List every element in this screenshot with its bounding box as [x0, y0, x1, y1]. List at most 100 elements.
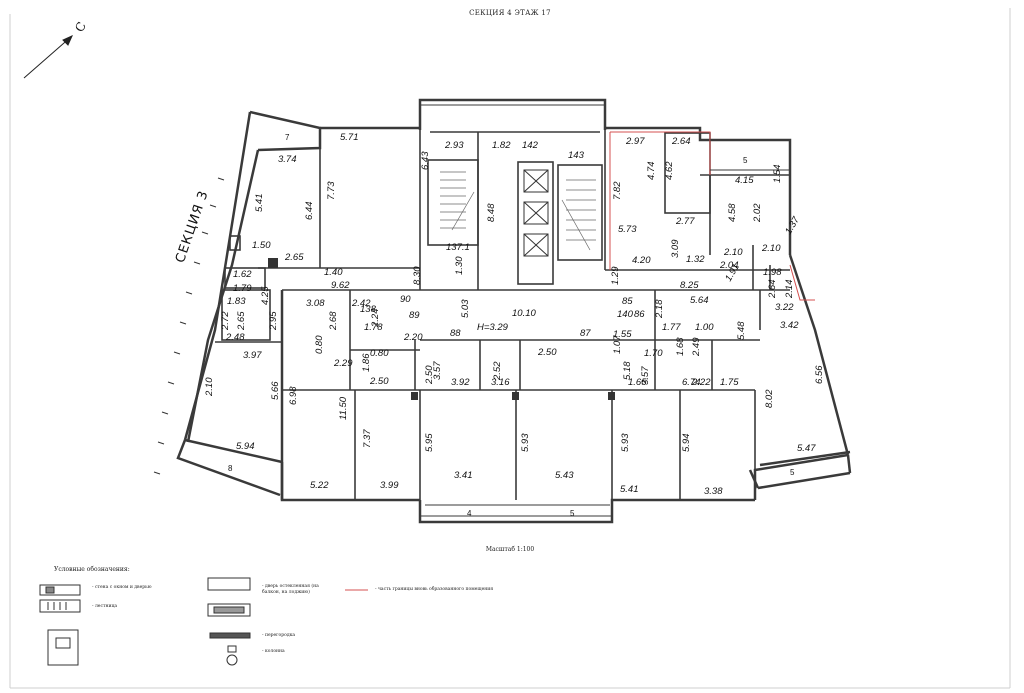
dimension-label: 6.74 [682, 377, 701, 388]
dimension-label: 2.97 [625, 136, 645, 147]
dimension-label: 1.37 [783, 214, 802, 236]
dimension-label: 5.43 [555, 470, 574, 481]
dimension-label: 1.62 [233, 269, 252, 280]
dimension-label: 89 [409, 310, 420, 321]
dimension-label: 3.08 [306, 298, 325, 309]
dimension-label: 1.55 [613, 329, 632, 340]
dimension-label: 4.25 [260, 286, 271, 305]
dimension-label: 1.54 [772, 165, 783, 184]
dimension-label: 3.38 [704, 486, 723, 497]
dimension-label: 2.93 [444, 140, 464, 151]
dimension-label: 5.71 [340, 132, 359, 143]
legend-item-column: - колонна [262, 649, 285, 654]
dimension-label: 5.48 [736, 321, 747, 340]
dimension-label: 86 [634, 309, 645, 320]
dimension-label: 1.29 [610, 266, 621, 285]
dimension-label: 2.10 [204, 377, 215, 397]
dimension-label: 1.77 [662, 322, 681, 333]
dimension-label: 2.14 [784, 280, 795, 300]
dimension-label: 2.64 [767, 280, 778, 300]
dimension-label: 2.49 [691, 337, 702, 357]
dimension-label: 1.78 [364, 322, 383, 333]
dimension-label: 2.65 [236, 311, 247, 331]
dimension-label: 3.09 [670, 239, 681, 258]
dimension-label: 5.22 [310, 480, 329, 491]
dimension-label: 4.02 [0, 0, 19, 3]
dimension-label: 5.93 [620, 433, 631, 452]
dimension-label: 9.62 [331, 280, 350, 291]
dimension-label: 3.92 [451, 377, 470, 388]
dimension-label: 1.00 [695, 322, 714, 333]
dimension-label: 1.32 [686, 254, 705, 265]
dimension-label: 2.50 [424, 365, 435, 385]
legend-item-partition: - перегородка [262, 633, 296, 638]
dimension-label: 5.41 [254, 194, 265, 213]
dimension-label: 5.95 [424, 433, 435, 452]
height-label: H=3.29 [477, 322, 509, 333]
dimension-label: 2.42 [351, 298, 371, 309]
dimension-label: 4.58 [727, 203, 738, 222]
dimension-label: 11.50 [338, 396, 349, 420]
legend-symbols [39, 577, 368, 666]
dimension-label: 8.48 [486, 203, 497, 222]
dimension-label: 2.50 [537, 347, 557, 358]
dimension-label: 1.83 [227, 296, 246, 307]
column-icons [268, 258, 615, 400]
dimension-label: 88 [450, 328, 461, 339]
dimension-label: 2.95 [268, 311, 279, 331]
dimension-label: 140 [617, 309, 634, 320]
dimension-label: 1.79 [233, 283, 252, 294]
dimension-label: 0.80 [314, 335, 325, 354]
dimension-label: 2.50 [369, 376, 389, 387]
dimension-label: 8.30 [412, 266, 423, 285]
dimension-label: 2.24 [370, 309, 381, 329]
dimension-label: 1.98 [763, 267, 782, 278]
dimension-label: 138 [360, 304, 377, 315]
dimension-label: 3.99 [380, 480, 399, 491]
balcony-number: 5 [790, 468, 795, 477]
dimension-label: 2.65 [284, 252, 304, 263]
interior-partitions [215, 128, 790, 500]
dimension-label: 4.20 [632, 255, 651, 266]
dimension-label: 2.10 [723, 247, 743, 258]
dimension-label: 2.77 [675, 216, 695, 227]
dimension-label: 85 [622, 296, 633, 307]
dimension-label: 5.18 [622, 361, 633, 380]
dimension-label: 8.25 [680, 280, 699, 291]
dimension-label: 6.56 [814, 365, 825, 384]
dimension-label: 5.64 [690, 295, 709, 306]
dimension-label: 1.07 [612, 335, 623, 354]
dimension-label: 3.16 [491, 377, 510, 388]
north-arrow-icon [23, 35, 73, 79]
stair-icon [440, 171, 596, 251]
dimension-label: 6.44 [304, 202, 315, 221]
dimension-label: 3.22 [775, 302, 794, 313]
exterior-walls [176, 98, 852, 524]
dimension-label: 2.68 [328, 311, 339, 331]
dimension-label: 87 [580, 328, 591, 339]
new-boundary-lines [609, 131, 815, 301]
dimension-label: 7.37 [362, 429, 373, 448]
dimension-label: 2.52 [492, 361, 503, 381]
dimension-label: 5.66 [270, 381, 281, 400]
legend-item-boundary: - часть границы вновь образованного поме… [375, 587, 494, 592]
legend-title: Условные обозначения: [54, 566, 130, 573]
section-boundary-ticks [153, 177, 225, 475]
dimension-label: 5.94 [236, 441, 255, 452]
dimension-label: 1.70 [644, 348, 663, 359]
sheet-frame [9, 8, 1011, 689]
dimension-label: 0.80 [370, 348, 389, 359]
dimension-label: 4.62 [664, 161, 675, 180]
dimension-label: 5.73 [618, 224, 637, 235]
balcony-number: 5 [570, 509, 575, 518]
dimension-label: 2.22 [691, 377, 711, 388]
dimension-label: 2.18 [654, 299, 665, 319]
dimension-label: 3.57 [432, 361, 443, 380]
dimension-label: 7.82 [612, 181, 623, 200]
dimension-label: 2.02 [752, 203, 763, 223]
dimension-label: 1.40 [324, 267, 343, 278]
dimension-label: 5.41 [620, 484, 639, 495]
